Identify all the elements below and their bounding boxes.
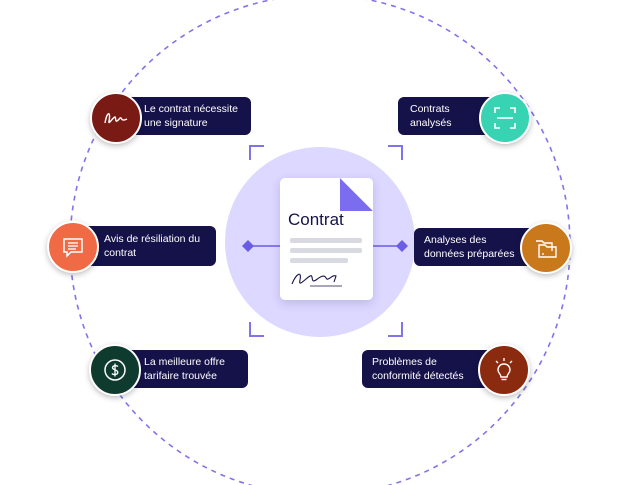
label-line: Contrats: [410, 103, 450, 115]
label-line: Analyses des: [424, 234, 487, 246]
contract-document: Contrat: [280, 178, 373, 300]
label-line: Le contrat nécessite: [144, 103, 238, 115]
label-line: une signature: [144, 117, 208, 129]
label-line: Problèmes de: [372, 356, 437, 368]
lightbulb-icon: [478, 344, 530, 396]
label-signature: Le contrat nécessite une signature: [118, 97, 251, 135]
label-line: conformité détectés: [372, 370, 464, 382]
label-analyses: Analyses des données préparées: [414, 228, 536, 266]
connector-diamond-left: [242, 240, 254, 252]
document-fold-icon: [290, 178, 373, 287]
folders-icon: [520, 222, 572, 274]
connector-diamond-right: [396, 240, 408, 252]
dollar-icon: [89, 344, 141, 396]
label-line: Avis de résiliation du: [104, 233, 201, 245]
label-line: contrat: [104, 247, 137, 259]
label-line: tarifaire trouvée: [144, 370, 217, 382]
label-line: données préparées: [424, 248, 515, 260]
label-line: La meilleure offre: [144, 356, 225, 368]
document-title: Contrat: [288, 210, 344, 229]
scan-frame: [249, 145, 403, 337]
label-line: analysés: [410, 117, 452, 129]
message-icon: [47, 221, 99, 273]
label-resiliation: Avis de résiliation du contrat: [76, 226, 216, 266]
signature-icon: [90, 92, 142, 144]
label-conformite: Problèmes de conformité détectés: [362, 350, 496, 388]
scan-icon: [479, 92, 531, 144]
